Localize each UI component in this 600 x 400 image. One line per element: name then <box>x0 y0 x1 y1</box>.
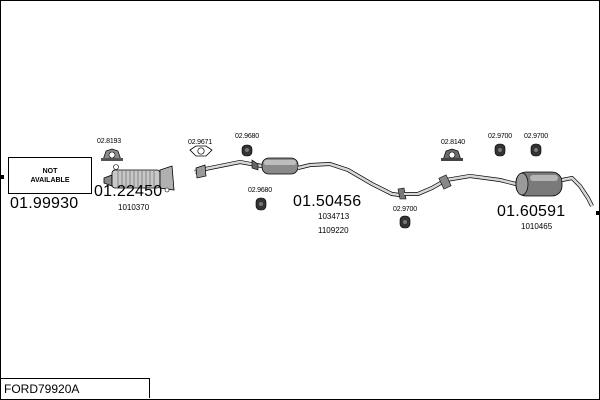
part-ref2-p3: 1109220 <box>318 226 349 235</box>
diagram-title-box: FORD79920A <box>0 378 150 398</box>
fitting-icon-f1 <box>101 148 123 161</box>
fitting-label-f3: 02.9680 <box>235 133 259 140</box>
fitting-icon-f6 <box>441 148 463 161</box>
diagram-title: FORD79920A <box>4 382 80 396</box>
fitting-icon-f7 <box>494 143 506 157</box>
fitting-icon-f2 <box>189 145 213 157</box>
left-edge-tick <box>0 175 4 179</box>
part-number-p3: 01.50456 <box>293 193 362 210</box>
fitting-label-f2: 02.9671 <box>188 139 212 146</box>
centre-pipe-part <box>194 157 407 200</box>
fitting-icon-f5 <box>399 215 411 229</box>
fitting-label-f1: 02.8193 <box>97 138 121 145</box>
fitting-label-f4: 02.9680 <box>248 187 272 194</box>
fitting-label-f5: 02.9700 <box>393 206 417 213</box>
part-number-p2: 01.22450 <box>94 183 163 200</box>
part-ref-p4: 1010465 <box>521 222 553 231</box>
right-edge-tick <box>596 211 600 215</box>
not-available-label: NOT AVAILABLE <box>30 167 70 184</box>
part-ref1-p3: 1034713 <box>318 212 350 221</box>
fitting-icon-f8 <box>530 143 542 157</box>
fitting-icon-f3 <box>241 144 253 157</box>
rear-silencer-part <box>404 171 594 207</box>
fitting-label-f6: 02.8140 <box>441 139 465 146</box>
not-available-box: NOT AVAILABLE <box>8 157 92 194</box>
part-ref-p2: 1010370 <box>118 203 150 212</box>
fitting-icon-f4 <box>255 197 267 211</box>
part-number-p1: 01.99930 <box>10 195 79 212</box>
flexible-pipe-part <box>103 164 175 193</box>
fitting-label-f8: 02.9700 <box>524 133 548 140</box>
part-number-p4: 01.60591 <box>497 203 566 220</box>
fitting-label-f7: 02.9700 <box>488 133 512 140</box>
